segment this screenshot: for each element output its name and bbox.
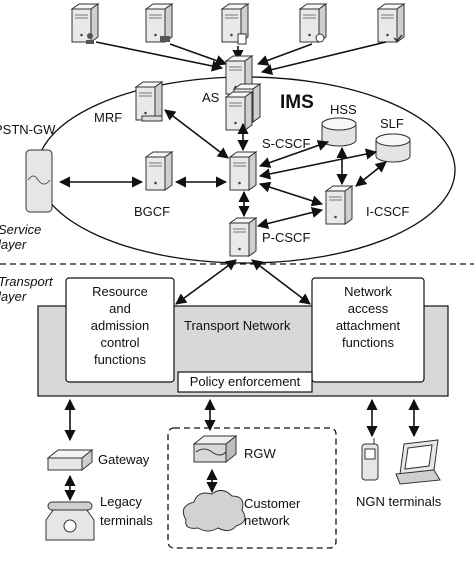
s-cscf-server-icon: [229, 151, 257, 191]
rgw-icon: [192, 434, 238, 464]
naText-line: Network: [344, 284, 392, 299]
rgw-label: RGW: [244, 446, 277, 461]
s-cscf-label: S-CSCF: [262, 136, 310, 151]
cnText-line: Customer: [244, 496, 301, 511]
app-server-4: [299, 3, 327, 43]
gateway-label: Gateway: [98, 452, 150, 467]
rcText-line: functions: [94, 352, 147, 367]
slf-database-icon: [375, 133, 411, 163]
mrf-server-icon: [135, 81, 163, 122]
app-server-2: [145, 3, 173, 43]
legacy-terminals-label: Legacy terminals: [100, 494, 153, 528]
bgcf-label: BGCF: [134, 204, 170, 219]
ims-connections: [58, 109, 387, 229]
transport-network-label: Transport Network: [184, 318, 291, 333]
resource-control-label: Resource and admission control functions: [91, 284, 150, 367]
access-connections: [64, 398, 420, 502]
document-icon: [237, 33, 247, 45]
network-attachment-box: [311, 277, 425, 383]
bgcf-server-icon: [145, 151, 173, 191]
p-cscf-label: P-CSCF: [262, 230, 310, 245]
rcText-line: control: [100, 335, 139, 350]
check-icon: [393, 34, 403, 43]
mrf-label: MRF: [94, 110, 122, 125]
gateway-icon: [46, 448, 94, 472]
mobile-phone-icon: [361, 438, 379, 481]
customer-premises-boundary: [167, 427, 337, 549]
ltText-line: terminals: [100, 513, 153, 528]
p-cscf-server-icon: [229, 217, 257, 257]
policy-enforcement-box: [177, 371, 313, 393]
hss-label: HSS: [330, 102, 357, 117]
i-cscf-label: I-CSCF: [366, 204, 409, 219]
app-server-5: [377, 3, 405, 43]
clock-icon: [315, 33, 325, 43]
naText-line: access: [348, 301, 389, 316]
rcText-line: admission: [91, 318, 150, 333]
policy-enforcement-label: Policy enforcement: [190, 374, 301, 389]
ltText-line: Legacy: [100, 494, 142, 509]
pstn-gw-icon: [25, 149, 53, 213]
as-server-icon: [225, 55, 261, 131]
as-connections: [95, 41, 387, 76]
naText-line: attachment: [336, 318, 401, 333]
camera-icon: [160, 36, 170, 42]
telephone-icon: [45, 501, 95, 541]
rcText-line: Resource: [92, 284, 148, 299]
laptop-icon: [395, 439, 441, 485]
naText-line: functions: [342, 335, 395, 350]
as-label: AS: [202, 90, 220, 105]
resource-control-box: [65, 277, 175, 383]
pstn-gw-label: PSTN-GW: [0, 122, 56, 137]
i-cscf-server-icon: [325, 185, 353, 225]
network-attachment-label: Network access attachment functions: [336, 284, 401, 350]
customer-network-label: Customer network: [244, 496, 301, 528]
user-icon: [86, 33, 94, 44]
rcText-line: and: [109, 301, 131, 316]
app-server-3: [221, 3, 249, 45]
cnText-line: network: [244, 513, 290, 528]
p-cscf-transport-connections: [175, 259, 311, 305]
app-server-1: [71, 3, 99, 44]
slf-label: SLF: [380, 116, 404, 131]
ngn-terminals-label: NGN terminals: [356, 494, 442, 509]
cloud-icon: [182, 490, 246, 532]
ims-title: IMS: [280, 92, 314, 113]
